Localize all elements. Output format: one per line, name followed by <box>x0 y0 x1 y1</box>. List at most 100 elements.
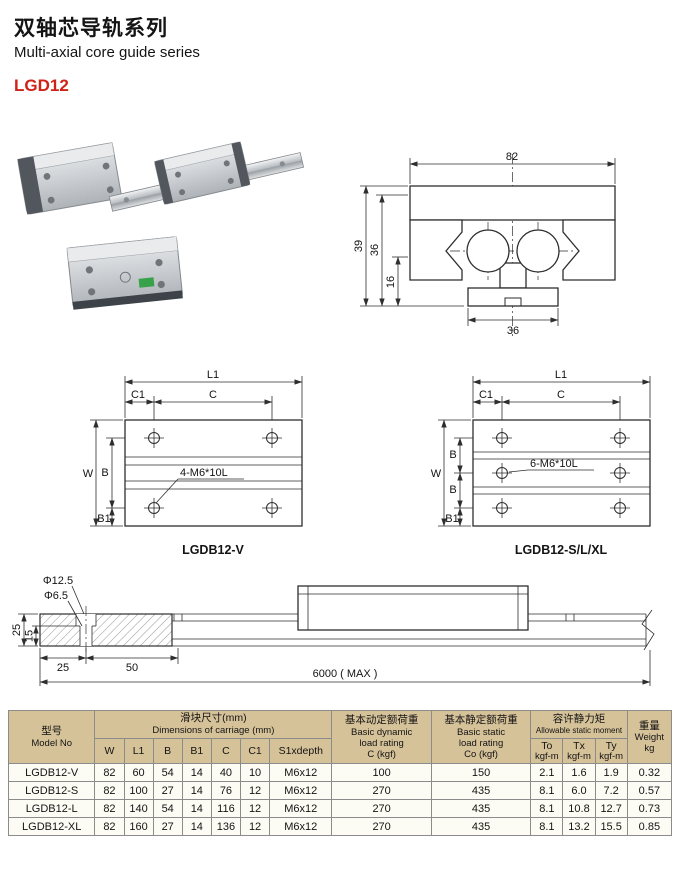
dim-l1: L1 <box>207 369 219 381</box>
block-photo <box>66 236 183 310</box>
cell: 60 <box>123 763 154 783</box>
col-header-model: 型号 Model No <box>7 709 96 765</box>
screw <box>223 160 230 167</box>
mounting-holes <box>492 428 630 518</box>
cell: 82 <box>94 799 125 819</box>
screw <box>157 280 165 289</box>
dim-l1: L1 <box>555 369 567 381</box>
cell: 1.9 <box>594 763 628 783</box>
dim-edge-to-hole: 25 <box>57 662 69 674</box>
cell: M6x12 <box>269 799 333 819</box>
col-header-to: To kgf-m <box>530 737 564 765</box>
cell: 8.1 <box>530 781 564 801</box>
cell: 12 <box>239 781 271 801</box>
weight-unit: kg <box>644 743 655 755</box>
rail-hole <box>123 197 129 203</box>
screw <box>102 162 110 170</box>
dimension-lines <box>90 376 303 527</box>
rail-base-notch <box>504 297 522 307</box>
cell: 14 <box>181 763 212 783</box>
cell: M6x12 <box>269 763 333 783</box>
brand-label <box>138 277 155 288</box>
dim-c: C <box>209 389 217 401</box>
moment-group-en: Allowable static moment <box>535 726 623 736</box>
cell: 7.2 <box>594 781 628 801</box>
page-title-chinese: 双轴芯导轨系列 <box>14 17 168 40</box>
table-row: LGDB12-S 82 100 27 14 76 12 M6x12 270 43… <box>7 781 673 801</box>
cell: 136 <box>210 817 242 837</box>
carriage-side-view <box>297 585 529 631</box>
cell: 0.85 <box>626 817 673 837</box>
dim-top-width: 82 <box>506 151 518 163</box>
dim-c1: C1 <box>131 389 145 401</box>
page-title-english: Multi-axial core guide series <box>14 44 200 61</box>
col-group-carriage-dimensions: 滑块尺寸(mm) Dimensions of carriage (mm) <box>94 710 333 739</box>
cell: 12 <box>239 799 271 819</box>
cell: 435 <box>430 781 532 801</box>
rail-cross-section <box>39 606 173 652</box>
col-header-c: C <box>210 737 242 765</box>
cell: 14 <box>181 781 212 801</box>
page-header: 双轴芯导轨系列 Multi-axial core guide series <box>14 12 200 61</box>
dim-rail-height-inner: 15 <box>24 630 36 642</box>
rail-grooves <box>125 456 302 490</box>
plan-view-lgdb12-slxl: 6-M6*10L L1 C1 C W B B B1 LGDB12-S/L/XL <box>431 369 651 557</box>
screw <box>106 186 114 194</box>
rail-web <box>499 262 527 289</box>
cell-model: LGDB12-XL <box>7 817 96 837</box>
col-header-ty: Ty kgf-m <box>594 737 628 765</box>
cell: 100 <box>123 781 154 801</box>
table-row: LGDB12-V 82 60 54 14 40 10 M6x12 100 150… <box>7 763 673 783</box>
cell: 13.2 <box>562 817 596 837</box>
cell-model: LGDB12-L <box>7 799 96 819</box>
cell: M6x12 <box>269 781 333 801</box>
dim-c: C <box>557 389 565 401</box>
cell: 82 <box>94 763 125 783</box>
dynamic-unit: C (kgf) <box>367 748 396 760</box>
hole-callout: 4-M6*10L <box>155 467 244 504</box>
cell: 100 <box>331 763 432 783</box>
rail-with-carriage-photo <box>108 141 305 212</box>
col-group-static-moment: 容许静力矩 Allowable static moment <box>530 710 628 739</box>
cell: 82 <box>94 781 125 801</box>
rail-base <box>467 287 559 307</box>
screw <box>175 171 182 178</box>
profile-outline <box>409 185 616 307</box>
screw <box>88 288 96 296</box>
dim-counterbore-dia: Φ12.5 <box>43 575 73 587</box>
dim-b-upper: B <box>449 449 456 461</box>
cell: 270 <box>331 781 432 801</box>
col-header-w: W <box>94 737 125 765</box>
break-symbol <box>641 609 655 651</box>
col-header-b1: B1 <box>181 737 212 765</box>
cell: 6.0 <box>562 781 596 801</box>
block-top <box>66 236 179 263</box>
side-elevation-drawing: Φ12.5 Φ6.5 25 15 25 50 6000 ( MAX ) <box>11 575 655 686</box>
cross-section-drawing: 82 39 36 16 36 <box>353 151 616 337</box>
col-header-c1: C1 <box>239 737 271 765</box>
cell: 54 <box>152 763 183 783</box>
dim-through-dia: Φ6.5 <box>44 590 68 602</box>
cell: 10 <box>239 763 271 783</box>
dim-b-lower: B <box>449 484 456 496</box>
static-en1: Basic static <box>457 726 506 738</box>
dim-w: W <box>83 468 94 480</box>
screw <box>85 266 93 274</box>
block-base-edge <box>72 290 183 310</box>
cell: 14 <box>181 799 212 819</box>
carriage-end-cap <box>154 159 174 205</box>
product-photo-block <box>66 236 183 310</box>
carriage-end-cap <box>231 141 251 187</box>
hole-spec-label: 6-M6*10L <box>530 458 578 470</box>
cell: 8.1 <box>530 799 564 819</box>
rail-grooves <box>473 451 650 495</box>
dynamic-cn: 基本动定额荷重 <box>344 714 419 727</box>
cell: 150 <box>430 763 532 783</box>
cell: 160 <box>123 817 154 837</box>
carriage-block-photo <box>17 142 122 215</box>
dim-w: W <box>431 468 442 480</box>
table-row: LGDB12-L 82 140 54 14 116 12 M6x12 270 4… <box>7 799 673 819</box>
dim-c1: C1 <box>479 389 493 401</box>
drawing-caption: LGDB12-S/L/XL <box>515 543 608 557</box>
dimension-lines <box>18 585 651 686</box>
